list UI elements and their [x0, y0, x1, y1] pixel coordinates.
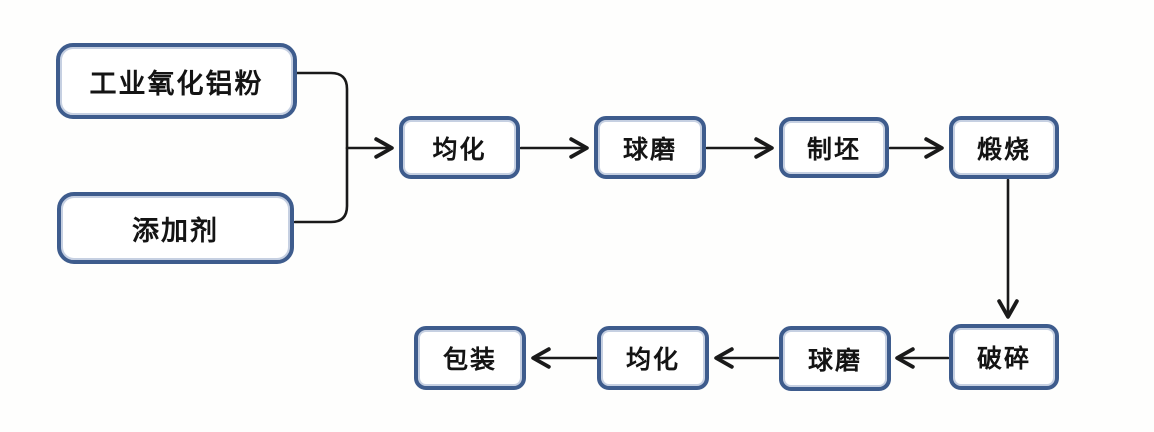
flow-node-homogenization-1: 均化	[399, 116, 520, 179]
connector-merge-bracket	[293, 71, 349, 224]
flow-node-label: 破碎	[976, 344, 1031, 373]
flow-node-homogenization-2: 均化	[597, 326, 709, 390]
flow-node-label: 均化	[625, 345, 680, 374]
flow-node-label: 球磨	[622, 134, 677, 164]
flow-node-label: 球磨	[807, 345, 862, 375]
flow-node-label: 工业氧化铝粉	[89, 68, 264, 100]
flow-node-label: 制坯	[806, 134, 861, 164]
flow-node-calcination: 煅烧	[949, 116, 1059, 179]
flow-node-blank-forming: 制坯	[779, 117, 889, 178]
flow-node-crushing: 破碎	[949, 324, 1059, 390]
flow-node-label: 均化	[432, 134, 487, 164]
flow-node-label: 包装	[442, 345, 497, 374]
flow-node-ball-milling-2: 球磨	[779, 326, 891, 391]
flow-node-label: 添加剂	[132, 215, 219, 247]
flow-node-additive: 添加剂	[57, 192, 294, 264]
flow-node-label: 煅烧	[976, 134, 1031, 164]
flow-node-packaging: 包装	[414, 326, 526, 390]
flow-node-ball-milling-1: 球磨	[594, 116, 706, 179]
flow-node-industrial-alumina-powder: 工业氧化铝粉	[56, 43, 297, 119]
